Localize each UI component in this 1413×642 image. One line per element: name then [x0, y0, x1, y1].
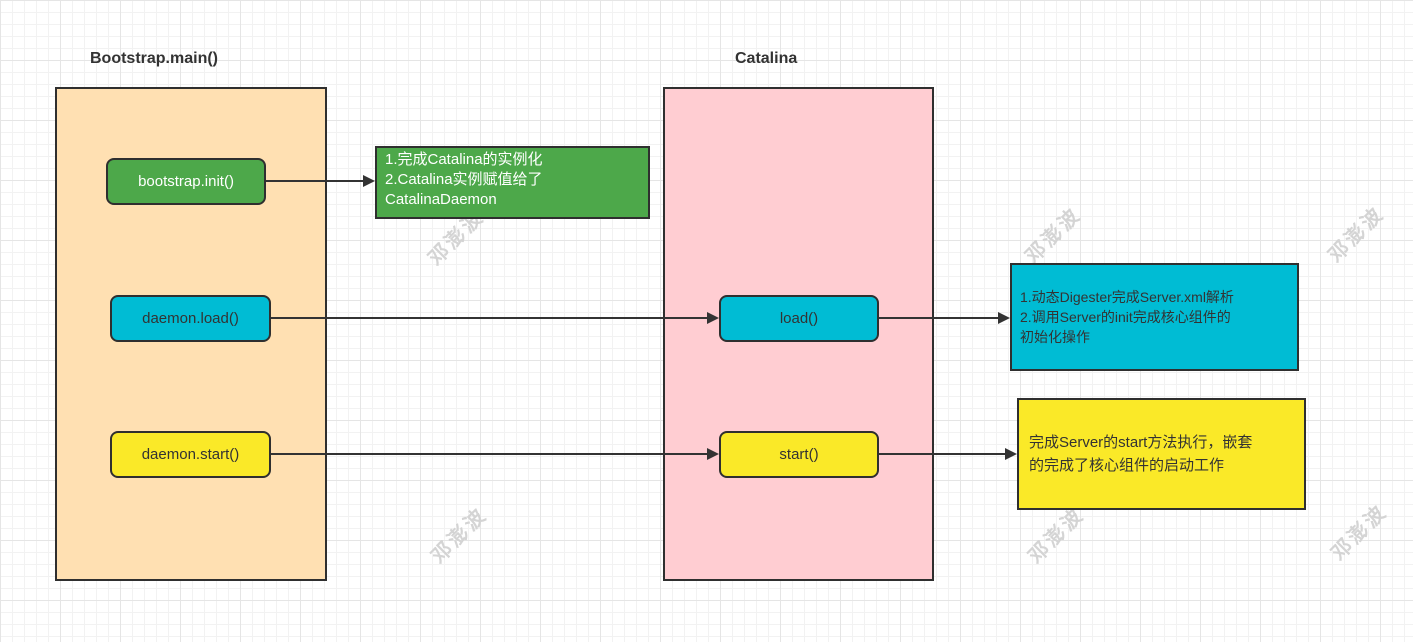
bootstrap-main-title: Bootstrap.main() — [90, 50, 218, 67]
note-init-description: 1.完成Catalina的实例化 2.Catalina实例赋值给了 Catali… — [375, 146, 650, 219]
note-start-description: 完成Server的start方法执行，嵌套 的完成了核心组件的启动工作 — [1017, 398, 1306, 510]
node-bootstrap-init: bootstrap.init() — [106, 158, 266, 205]
node-catalina-load: load() — [719, 295, 879, 342]
node-catalina-start: start() — [719, 431, 879, 478]
catalina-title: Catalina — [735, 50, 798, 67]
note-load-description: 1.动态Digester完成Server.xml解析 2.调用Server的in… — [1010, 263, 1299, 371]
node-daemon-start: daemon.start() — [110, 431, 271, 478]
node-daemon-load: daemon.load() — [110, 295, 271, 342]
